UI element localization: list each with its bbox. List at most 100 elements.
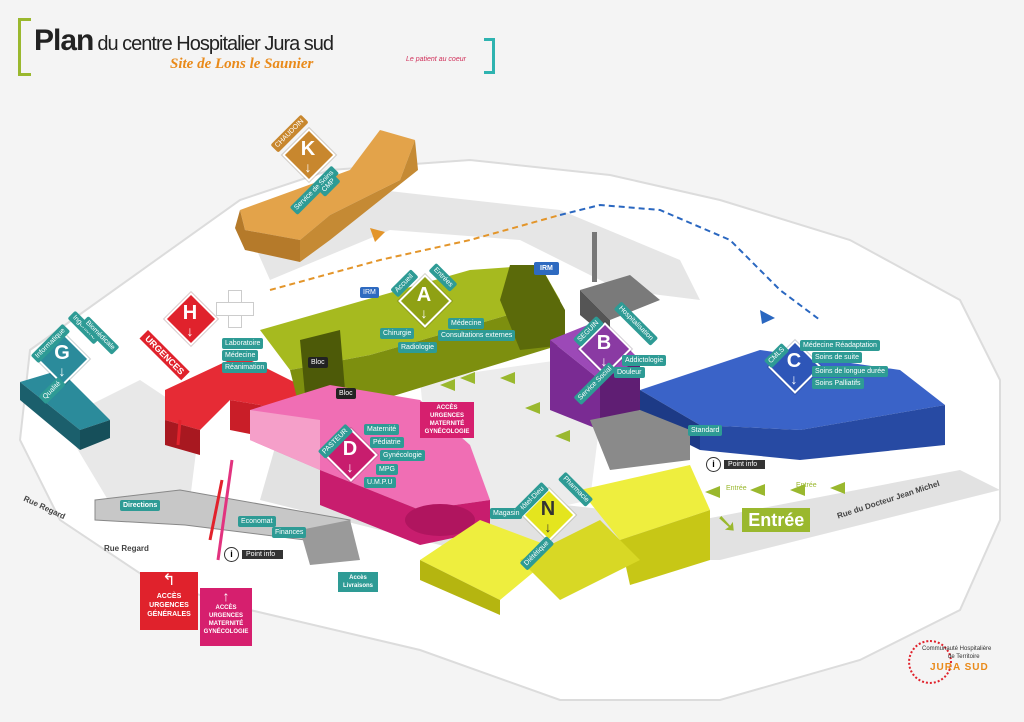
- up-arrow-icon: ↑: [222, 588, 230, 604]
- label-standard: Standard: [688, 425, 723, 436]
- logo-line2: de Territoire: [948, 654, 980, 660]
- entree-label-1: Entrée: [726, 485, 747, 492]
- dashed-route-orange: [269, 214, 561, 291]
- building-k-side: [235, 210, 300, 262]
- route-arrow-orange: [370, 228, 385, 242]
- arrow-down-icon-a: ↓: [420, 305, 428, 321]
- label-chirurgie: Chirurgie: [380, 328, 415, 339]
- turn-arrow-icon: ↰: [162, 572, 176, 589]
- sign-urgences-maternite: ↑ ACCÈS URGENCES MATERNITÉ GYNÉCOLOGIE: [200, 588, 252, 646]
- label-acces-mat-small: ACCÈS URGENCES MATERNITÉ GYNÉCOLOGIE: [420, 402, 474, 438]
- building-a-east: [500, 265, 565, 350]
- building-n-front-left: [420, 560, 500, 615]
- arrow-down-icon-h: ↓: [186, 323, 194, 339]
- cht-logo: Communauté Hospitalière de Territoire JU…: [908, 634, 1008, 694]
- urgence-arrow-2: [208, 479, 224, 541]
- label-magasin: Magasin: [490, 508, 523, 519]
- building-a-letter: A: [416, 284, 432, 306]
- building-g-roof: [20, 370, 110, 430]
- building-n-roof-right: [580, 465, 710, 540]
- arrow-down-icon-g: ↓: [58, 363, 66, 379]
- label-mpg: MPG: [376, 464, 398, 475]
- info-icon: i: [224, 547, 239, 563]
- building-c-letter: C: [786, 350, 802, 372]
- label-bloc-1: Bloc: [308, 357, 328, 368]
- label-addictologie: Addictologie: [622, 355, 667, 366]
- building-c-front: [700, 405, 945, 460]
- label-soins-palliatifs: Soins Palliatifs: [812, 378, 864, 389]
- sign-urgences-generales: ↰ ACCÈS URGENCES GÉNÉRALES: [140, 572, 198, 630]
- info-icon: i: [706, 457, 721, 473]
- sign-urgences-maternite-text: ACCÈS URGENCES MATERNITÉ GYNÉCOLOGIE: [203, 605, 249, 635]
- hospital-cross-icon: [216, 290, 254, 328]
- label-directions: Directions: [120, 500, 161, 511]
- label-soins-longue: Soins de longue durée: [812, 366, 889, 377]
- label-douleur: Douleur: [614, 367, 645, 378]
- label-gynecologie: Gynécologie: [380, 450, 425, 461]
- logo-ring: [908, 640, 952, 684]
- building-n-front-right: [620, 510, 710, 585]
- label-soins-suite: Soins de suite: [812, 352, 862, 363]
- entree-arrow-icon: ➘: [716, 508, 738, 538]
- tagline: Le patient au coeur: [406, 56, 466, 63]
- entree-label-2: Entrée: [796, 482, 817, 489]
- building-n-letter: N: [540, 498, 556, 520]
- dashed-route-blue: [559, 203, 821, 321]
- building-g-letter: G: [54, 342, 70, 364]
- building-grey-link: [590, 410, 690, 470]
- building-k-letter: K: [300, 138, 316, 160]
- building-admin-end: [300, 520, 360, 565]
- factory-grey: [580, 275, 660, 320]
- route-arrow-blue: [760, 310, 775, 324]
- arrow-down-icon-c: ↓: [790, 371, 798, 387]
- road-regard-2: Rue Regard: [104, 544, 149, 553]
- label-bloc-2: Bloc: [336, 388, 356, 399]
- entree-big-label: Entrée: [742, 508, 811, 532]
- arrow-down-icon-d: ↓: [346, 459, 354, 475]
- subtitle: Site de Lons le Saunier: [170, 56, 314, 72]
- green-arrows: [440, 372, 845, 498]
- label-med-readapt: Médecine Réadaptation: [800, 340, 880, 351]
- building-d-rotunda: [405, 504, 475, 536]
- label-laboratoire: Laboratoire: [222, 338, 264, 349]
- arrow-down-icon-n: ↓: [544, 519, 552, 535]
- building-h-roof: [165, 355, 310, 430]
- label-irm-top: IRM: [360, 287, 379, 298]
- urgence-arrow-1: [176, 419, 182, 446]
- logo-line3: JURA SUD: [930, 662, 989, 673]
- logo-line1: Communauté Hospitalière: [922, 646, 992, 652]
- label-radiologie: Radiologie: [398, 342, 438, 353]
- label-umpu: U.M.P.U: [364, 477, 396, 488]
- label-pediatrie: Pédiatrie: [370, 437, 404, 448]
- sign-urgences-generales-text: ACCÈS URGENCES GÉNÉRALES: [147, 593, 191, 618]
- label-consultations: Consultations externes: [438, 330, 516, 341]
- point-info-label-1: Point info: [724, 460, 766, 470]
- label-finances: Finances: [272, 527, 307, 538]
- building-h-letter: H: [182, 302, 198, 324]
- label-medecine-a: Médecine: [448, 318, 485, 329]
- urgence-arrow-3: [216, 459, 234, 561]
- chimney: [592, 232, 597, 282]
- entree-big[interactable]: ➘ Entrée: [716, 508, 811, 538]
- title-bold: Plan: [34, 24, 94, 57]
- arrow-down-icon-k: ↓: [304, 159, 312, 175]
- label-economat: Economat: [238, 516, 276, 527]
- left-bracket: [18, 18, 31, 76]
- building-b-letter: B: [596, 332, 612, 354]
- building-g-side: [20, 382, 80, 450]
- label-medecine-h: Médecine: [222, 350, 259, 361]
- building-d-letter: D: [342, 438, 358, 460]
- building-n-mid: [520, 520, 640, 600]
- building-a-front: [290, 300, 560, 410]
- label-acces-livraisons: Accès Livraisons: [338, 572, 378, 592]
- right-bracket: [484, 38, 495, 74]
- building-b-front: [550, 340, 600, 430]
- road-north: [250, 190, 700, 300]
- building-g-front: [80, 420, 110, 450]
- label-irm-arrow: IRM: [534, 262, 559, 275]
